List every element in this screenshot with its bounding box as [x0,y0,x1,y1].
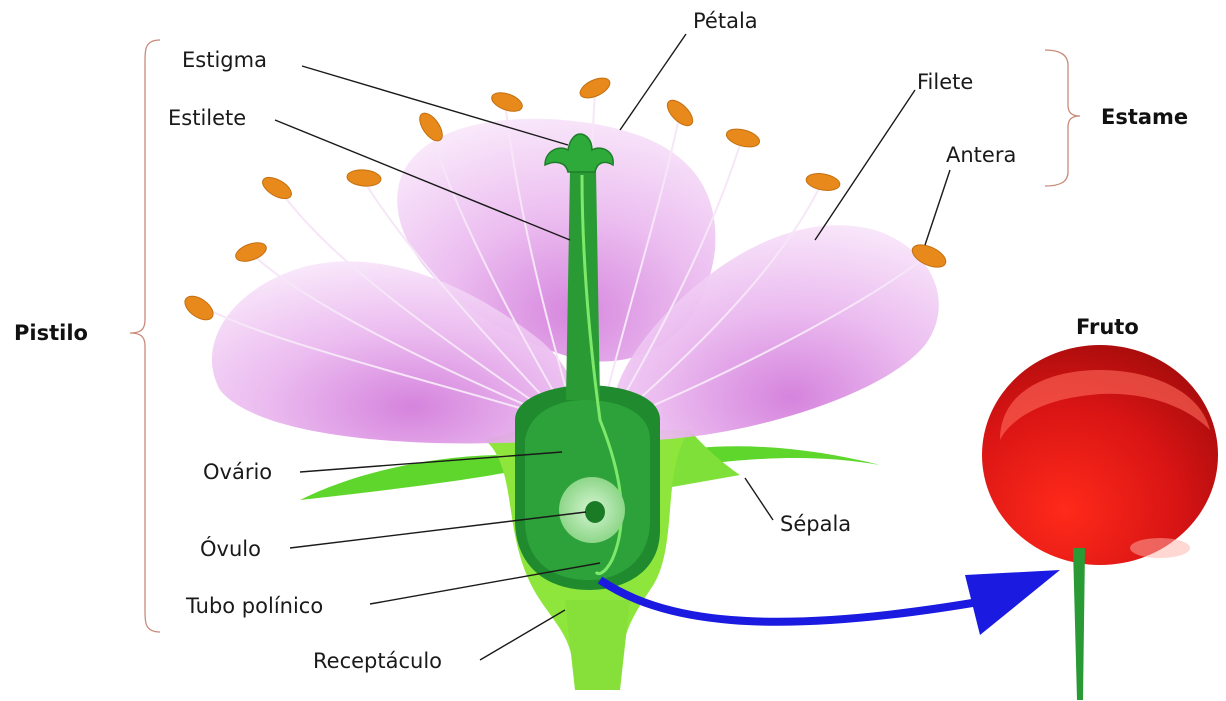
label-receptaculo: Receptáculo [313,649,442,673]
label-fruto: Fruto [1076,315,1139,339]
label-pistilo: Pistilo [14,321,88,345]
receptaculo [565,600,630,690]
label-ovario: Ovário [203,460,272,484]
fruto-illustration [982,345,1218,700]
label-ovulo: Óvulo [200,536,261,561]
label-estame: Estame [1101,105,1188,129]
label-antera: Antera [946,143,1016,167]
estame-brace [1045,50,1080,186]
label-estilete: Estilete [168,106,246,130]
label-sepala: Sépala [780,512,851,536]
label-estigma: Estigma [182,48,267,72]
label-petala: Pétala [693,9,758,33]
label-tubo-polinico: Tubo polínico [185,594,323,618]
label-filete: Filete [917,70,973,94]
pistilo-brace [130,40,160,632]
development-arrow [600,580,990,622]
